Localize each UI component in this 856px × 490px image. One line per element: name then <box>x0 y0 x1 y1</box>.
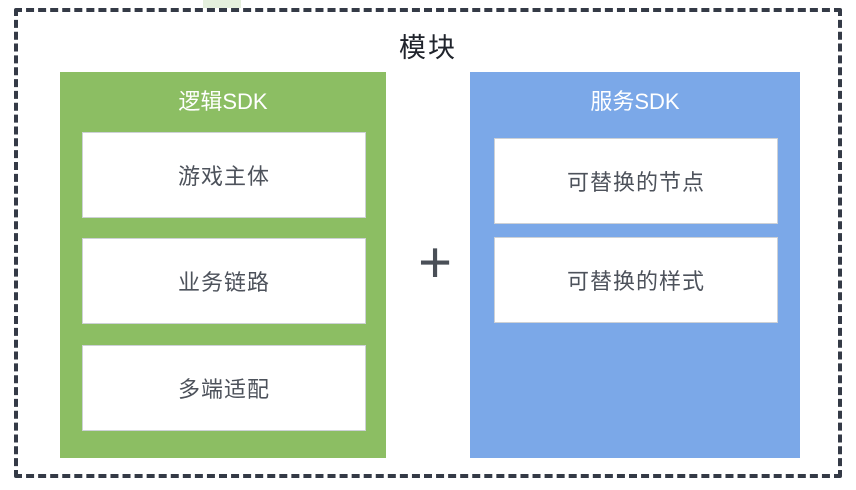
service-sdk-header: 服务SDK <box>590 89 680 114</box>
diagram-title: 模块 <box>399 33 457 63</box>
top-edge-artifact <box>203 0 241 11</box>
node-business-link: 业务链路 <box>82 238 366 324</box>
node-game-body: 游戏主体 <box>82 132 366 218</box>
node-multi-end-adapt: 多端适配 <box>82 345 366 431</box>
logic-sdk-header: 逻辑SDK <box>178 89 268 114</box>
plus-operator: + <box>418 230 452 295</box>
logic-sdk-panel: 逻辑SDK 游戏主体 业务链路 多端适配 <box>60 72 386 458</box>
node-replaceable-node: 可替换的节点 <box>494 138 778 224</box>
node-replaceable-style: 可替换的样式 <box>494 237 778 323</box>
service-sdk-panel: 服务SDK 可替换的节点 可替换的样式 <box>470 72 800 458</box>
module-frame: 模块 逻辑SDK 游戏主体 业务链路 多端适配 + 服务SDK 可替换的节点 可… <box>14 8 842 478</box>
